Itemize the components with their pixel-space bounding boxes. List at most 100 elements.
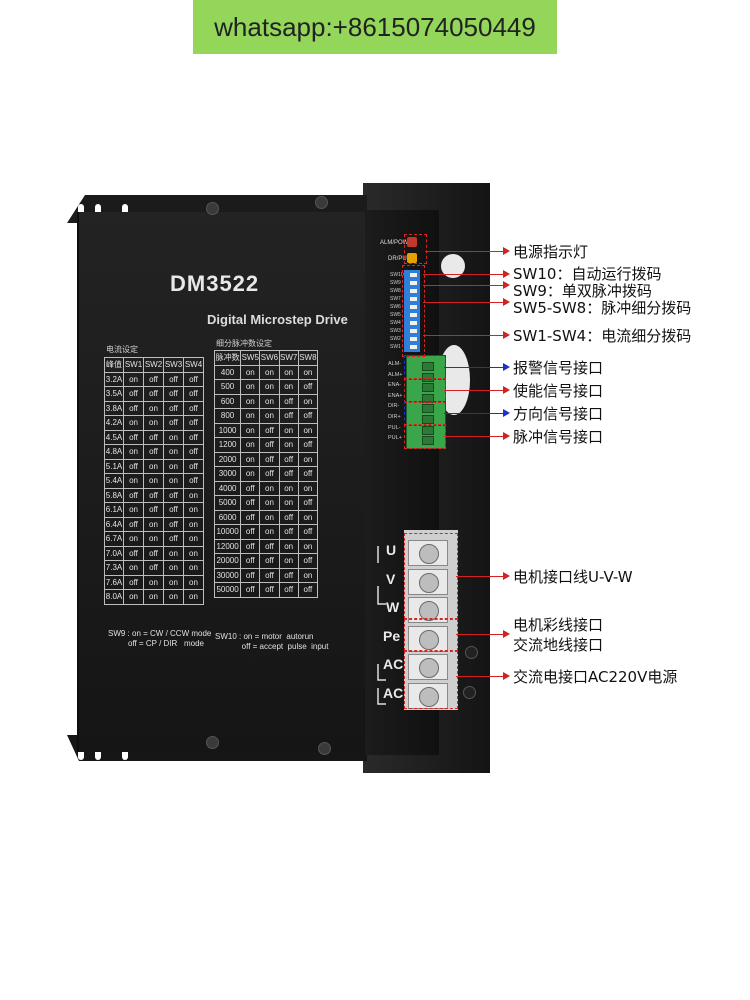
dip-switch-label: SW3 [390,328,401,334]
arrow-right-icon [503,281,510,289]
terminal-screw-icon [419,686,439,707]
dip-switch-lever[interactable] [410,305,417,309]
signal-pin-screw[interactable] [422,372,434,382]
dip-switch-label: SW2 [390,336,401,342]
table-header-cell: SW4 [182,357,205,373]
table-cell: off [297,408,319,424]
table-cell: on [163,560,184,576]
dip-switch-lever[interactable] [410,345,417,349]
table-cell: off [259,451,280,467]
table-cell: on [163,429,184,445]
table-cell: off [163,516,184,532]
arrow-right-icon [503,331,510,339]
table-cell: off [163,415,184,431]
terminal-cell[interactable] [408,625,448,652]
pulse-table-title: 细分脉冲数设定 [216,339,272,348]
highlight-box [402,265,425,357]
table-header-cell: SW6 [259,350,280,366]
signal-pin-screw[interactable] [422,436,434,446]
table-cell: on [182,516,205,532]
callout-label: 报警信号接口 [513,359,604,377]
table-cell: on [123,502,145,518]
highlight-box [404,378,446,403]
table-cell: on [143,531,164,547]
led-label: DR/PU [388,256,407,262]
table-cell: 3000 [213,466,242,482]
table-cell: on [240,466,261,482]
callout-label: 交流电接口AC220V电源 [513,668,678,686]
dip-switch-lever[interactable] [410,281,417,285]
terminal-cell[interactable] [408,568,448,595]
table-cell: 5.4A [103,473,125,489]
callout-leader-line [456,676,507,677]
signal-pin-label: ENA- [388,382,402,389]
dip-switch-lever[interactable] [410,273,417,277]
dip-switch-lever[interactable] [410,313,417,317]
table-cell: off [240,480,261,496]
table-cell: off [182,415,205,431]
dip-switch-lever[interactable] [410,297,417,301]
signal-pin-screw[interactable] [422,425,434,435]
callout-label: 脉冲信号接口 [513,428,604,446]
contact-banner-text: whatsapp:+8615074050449 [214,11,536,42]
table-cell: on [143,589,164,605]
callout-leader-line [425,251,507,252]
table-cell: 8.0A [103,589,125,605]
dip-switch-label: SW8 [390,288,401,294]
table-cell: off [278,524,299,540]
signal-pin-screw[interactable] [422,415,434,424]
callout-leader-line [444,413,507,414]
signal-pin-screw[interactable] [422,404,434,414]
table-cell: off [163,502,184,518]
pulse-led [407,253,417,263]
signal-pin-screw[interactable] [422,383,434,393]
table-cell: off [278,466,299,482]
table-cell: 50000 [213,582,242,598]
table-cell: 6000 [213,509,242,525]
screw-icon [206,736,219,749]
table-cell: off [123,516,145,532]
callout-label: 使能信号接口 [513,382,604,400]
table-cell: 400 [213,364,242,380]
dip-switch-lever[interactable] [410,329,417,333]
table-cell: off [297,466,319,482]
table-cell: off [297,379,319,395]
table-cell: 4.2A [103,415,125,431]
table-cell: on [259,495,280,511]
arrow-right-icon [503,247,510,255]
table-cell: on [259,379,280,395]
terminal-cell[interactable] [408,540,448,566]
dip-switch-lever[interactable] [410,337,417,341]
table-header-cell: 脉冲数 [213,350,242,366]
callout-label: SW9：单双脉冲拨码 [513,282,652,300]
table-cell: 6.4A [103,516,125,532]
table-cell: on [163,589,184,605]
table-cell: on [123,560,145,576]
callout-leader-line [456,634,507,635]
dip-switch-lever[interactable] [410,321,417,325]
highlight-box [404,533,458,619]
table-cell: on [163,458,184,474]
table-cell: off [182,429,205,445]
signal-pin-screw[interactable] [422,362,434,371]
table-cell: off [163,400,184,416]
dip-switch-label: SW5 [390,312,401,318]
table-cell: on [143,473,164,489]
table-cell: on [297,567,319,583]
terminal-cell[interactable] [408,682,448,709]
table-cell: on [143,458,164,474]
sw9-note: SW9 : on = CW / CCW mode off = CP / DIR … [108,629,212,648]
callout-label: SW5-SW8：脉冲细分拨码 [513,299,692,317]
table-cell: on [163,545,184,561]
table-cell: on [123,473,145,489]
terminal-cell[interactable] [408,654,448,680]
model-name: DM3522 [170,271,260,296]
callout-leader-line [456,576,507,577]
table-cell: on [143,574,164,590]
dip-switch-lever[interactable] [410,289,417,293]
